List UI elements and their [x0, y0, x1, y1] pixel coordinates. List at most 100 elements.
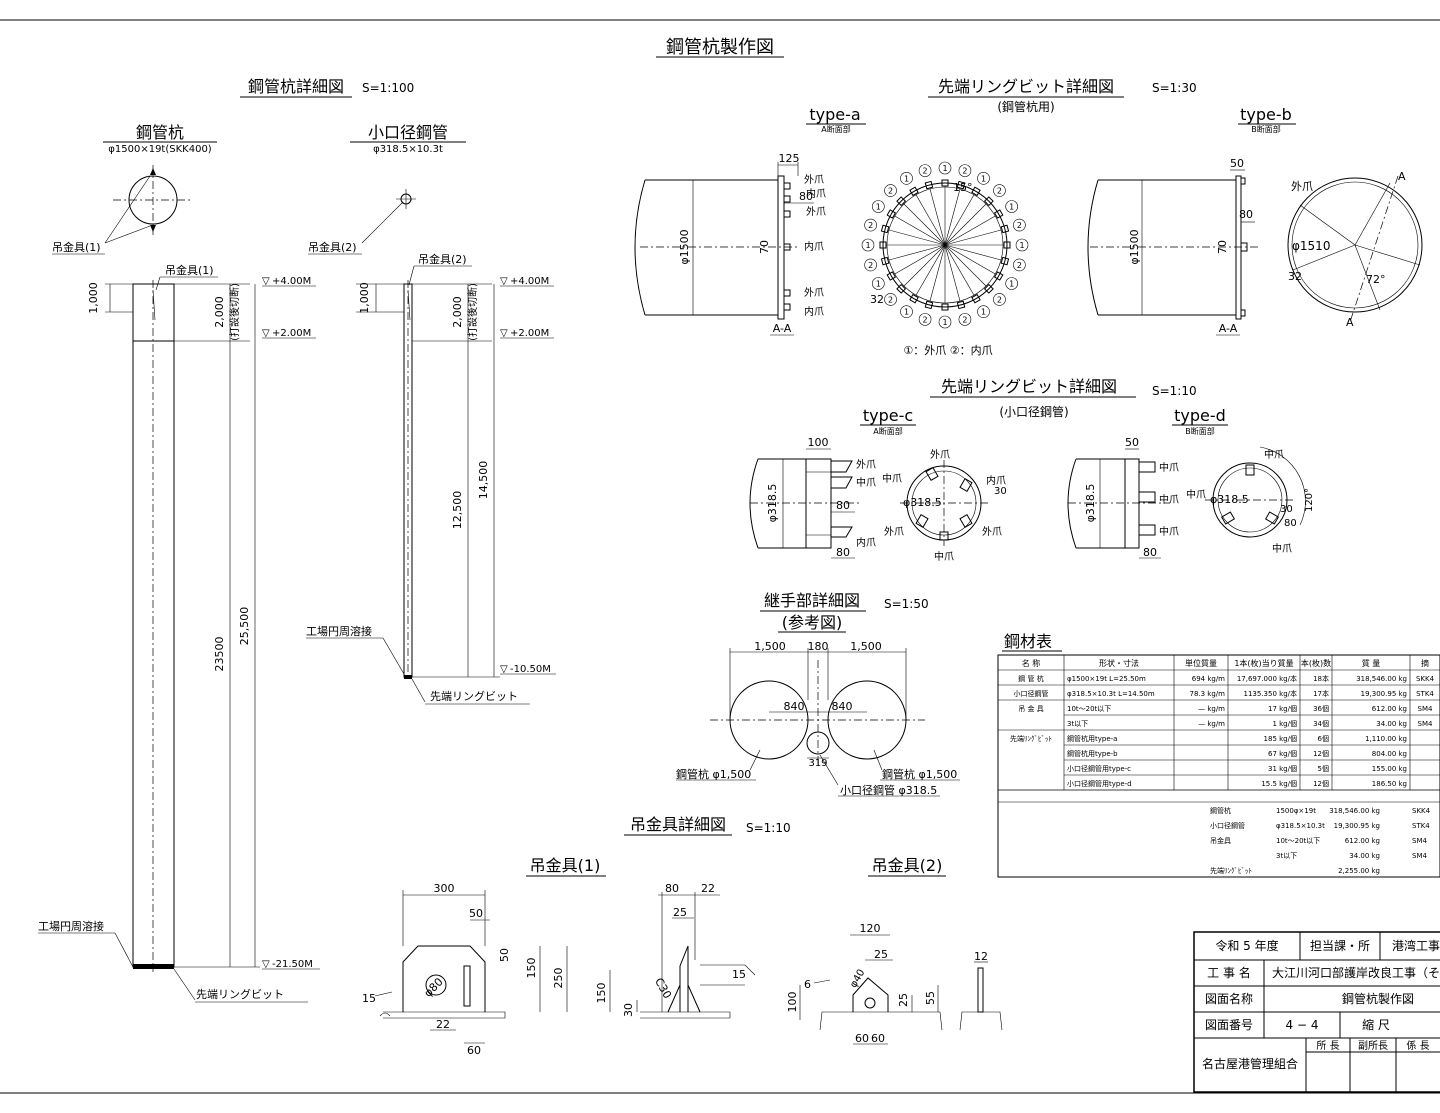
- table-cell: 612.00 kg: [1372, 705, 1407, 713]
- hanger1-label: 吊金具(1): [52, 240, 101, 254]
- claw-marker: [971, 293, 981, 304]
- h1s-d22: 22: [701, 882, 715, 895]
- joint-d840b: 840: [832, 700, 853, 713]
- claw-marker: [1000, 224, 1010, 234]
- claw-marker: [1003, 241, 1011, 249]
- hanger1-label-b: 吊金具(1): [165, 263, 214, 277]
- joint-d1500b: 1,500: [850, 640, 882, 653]
- claw-marker: [880, 224, 890, 234]
- table-cell: 694 kg/m: [1192, 675, 1225, 683]
- type-b-section: B断面部: [1251, 124, 1281, 134]
- pile-spec: φ1500×19t(SKK400): [108, 144, 212, 155]
- hanger1-title: 吊金具(1): [530, 856, 601, 875]
- ringbit-cd-title: 先端リングビット詳細図: [941, 377, 1117, 396]
- claw-marker: [896, 283, 907, 294]
- phi318-c: φ318.5: [766, 484, 779, 523]
- h1s-d30: 30: [622, 1003, 635, 1017]
- h1s-d80: 80: [665, 882, 679, 895]
- table-cell: 18本: [1313, 674, 1329, 683]
- table-cell: 78.3 kg/m: [1190, 690, 1226, 698]
- claw-number: 2: [888, 187, 893, 196]
- outer-claw-1: 外爪: [804, 174, 824, 186]
- claw-number: 2: [923, 167, 928, 176]
- tb-r3: 係 長: [1406, 1040, 1429, 1052]
- h2-d55: 55: [924, 991, 937, 1005]
- type-a-section: A断面部: [821, 124, 850, 134]
- summary-cell: SM4: [1412, 852, 1427, 860]
- ringbit-ab-subtitle: (鋼管杭用): [997, 99, 1054, 114]
- table-cell: 1135.350 kg/本: [1244, 689, 1297, 698]
- h2-d25b: 25: [897, 993, 910, 1007]
- aa-label-b: A-A: [1219, 322, 1238, 335]
- claw-marker: [886, 209, 897, 219]
- table-cell: 鋼 管 杭: [1018, 674, 1043, 683]
- claw-number: 2: [1017, 221, 1022, 230]
- type-a-label: type-a: [809, 105, 860, 124]
- table-cell: SM4: [1418, 705, 1433, 713]
- table-cell: 1,110.00 kg: [1365, 735, 1407, 743]
- type-c-section: A断面部: [873, 426, 902, 436]
- dim-125: 125: [779, 152, 800, 165]
- dim-1000-b: 1,000: [358, 282, 371, 314]
- ringbit-cd-scale: S=1:10: [1152, 384, 1197, 398]
- claw-marker: [924, 300, 934, 310]
- summary-cell: 10t～20t以下: [1276, 837, 1320, 845]
- claw-marker: [941, 179, 949, 187]
- claw-legend: ①：外爪 ②：内爪: [903, 343, 992, 357]
- table-header-cell: 名 称: [1022, 658, 1041, 668]
- phi318-d2: φ318.5: [1210, 493, 1249, 506]
- angle-15: 15°: [953, 181, 973, 194]
- tb-work-label: 工 事 名: [1207, 965, 1251, 980]
- summary-cell: 先端ﾘﾝｸﾞﾋﾞｯﾄ: [1210, 866, 1252, 875]
- middle-d2: 中爪: [1159, 493, 1179, 506]
- dim-80-d: 80: [1143, 546, 1157, 559]
- main-title: 鋼管杭製作図: [666, 37, 774, 58]
- joint-d180: 180: [808, 640, 829, 653]
- joint-small: 小口径鋼管 φ318.5: [840, 783, 937, 797]
- type-d-section: B断面部: [1185, 426, 1215, 436]
- claw-number: 1: [865, 241, 870, 250]
- h2s-d12: 12: [974, 950, 988, 963]
- middle-c2: 中爪: [882, 472, 902, 485]
- h1s-w15: 15: [732, 968, 746, 981]
- dim-100: 100: [808, 436, 829, 449]
- dim-25500: 25,500: [238, 607, 251, 646]
- summary-cell: STK4: [1412, 822, 1430, 830]
- phi1500-b: φ1500: [1128, 229, 1141, 264]
- table-cell: φ1500×19t L=25.50m: [1067, 675, 1146, 683]
- claw-number: 1: [942, 164, 947, 173]
- tb-scale-label: 縮 尺: [1362, 1017, 1390, 1032]
- claw-number: 1: [876, 203, 881, 212]
- claw-marker: [886, 271, 897, 281]
- table-cell: 1 kg/個: [1272, 719, 1297, 728]
- inner-claw-2: 内爪: [804, 240, 824, 253]
- a-mark-2: A: [1346, 316, 1354, 329]
- inner-c: 内爪: [856, 536, 876, 549]
- dim-80-c2: 80: [836, 546, 850, 559]
- ring-a-outer: [882, 182, 1008, 308]
- h2-d120: 120: [860, 922, 881, 935]
- angle-72: 72°: [1366, 273, 1386, 286]
- dim-80-c: 80: [836, 499, 850, 512]
- table-cell: 155.00 kg: [1372, 765, 1407, 773]
- table-cell: STK4: [1416, 690, 1434, 698]
- table-cell: 17 kg/個: [1268, 704, 1297, 713]
- claw-marker: [941, 303, 949, 311]
- ringbit-cd-section: 先端リングビット詳細図 S=1:10 (小口径鋼管) type-c A断面部 φ…: [749, 377, 1315, 563]
- claw-number: 2: [962, 167, 967, 176]
- pile-detail-scale: S=1:100: [362, 81, 414, 95]
- claw-number: 1: [1019, 241, 1024, 250]
- claw-marker: [956, 180, 966, 190]
- dim-2000-b: 2,000: [451, 296, 464, 328]
- table-cell: 34.00 kg: [1376, 720, 1407, 728]
- cut-note: (打設後切断): [228, 283, 241, 341]
- dim-30: 30: [994, 486, 1007, 497]
- h2-d100: 100: [786, 992, 799, 1013]
- level-plus4: +4.00M: [272, 276, 311, 287]
- joint-d1500a: 1,500: [754, 640, 786, 653]
- dim-80: 80: [799, 190, 813, 203]
- table-cell: 31 kg/個: [1268, 764, 1297, 773]
- level-minus1050: -10.50M: [510, 664, 551, 675]
- outer-c: 外爪: [856, 459, 876, 471]
